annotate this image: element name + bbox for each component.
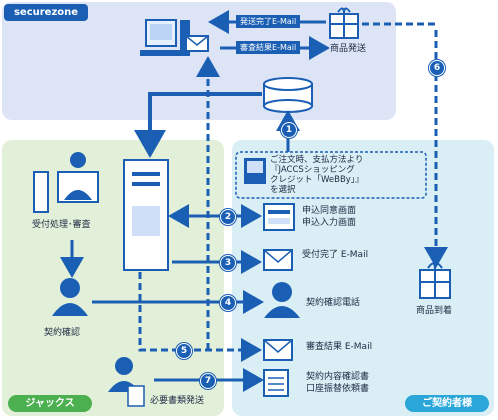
customer-phone-icon [264, 282, 300, 318]
screen-consent-label: 申込同意画面 [302, 206, 357, 216]
step-3: 3 [220, 255, 236, 271]
step-4: 4 [220, 295, 236, 311]
order-note-text: ご注文時、支払方法より 『JACCSショッピング クレジット「WeBBy」』 を… [270, 155, 364, 195]
step-7: 7 [200, 373, 216, 389]
staff-computer-icon [33, 152, 99, 213]
step-2: 2 [220, 209, 236, 225]
contract-doc-label: 契約内容確認書 [306, 372, 370, 382]
docs-send-label: 必要書類発送 [150, 396, 205, 406]
server-icon [123, 159, 169, 271]
mail-icon-top [185, 35, 209, 52]
screen-form-icon [263, 203, 295, 231]
confirm-call-label: 契約確認電話 [306, 298, 361, 308]
step-1: 1 [281, 122, 297, 138]
database-icon [263, 77, 313, 113]
customer-tag: ご契約者様 [405, 395, 489, 412]
goods-arrive-label: 商品到着 [416, 306, 453, 316]
customer-pc-icon [244, 158, 266, 184]
contract-check-label: 契約確認 [44, 328, 81, 338]
computer-icon [140, 19, 190, 56]
screen-input-label: 申込入力画面 [302, 218, 357, 228]
ship-done-mail-label: 発送完了E-Mail [236, 15, 301, 28]
order-note-box [235, 151, 427, 199]
transfer-doc-label: 口座振替依頼書 [306, 384, 370, 394]
jaccs-tag: ジャックス [8, 395, 92, 412]
document-icon [263, 369, 289, 397]
reception-label: 受付処理･審査 [32, 220, 91, 230]
gift-box-icon-top [329, 7, 359, 39]
step-5: 5 [176, 343, 192, 359]
operator-icon [52, 278, 88, 316]
goods-ship-label: 商品発送 [330, 44, 367, 54]
mail-icon-result [263, 339, 293, 361]
gift-box-icon-arrive [419, 262, 451, 299]
accept-mail-label: 受付完了 E-Mail [302, 250, 369, 260]
staff-docs-icon [108, 357, 145, 407]
step-6: 6 [429, 60, 445, 76]
mail-icon-accept [263, 249, 293, 271]
securezone-tag: securezone [4, 4, 88, 21]
review-mail-label: 審査結果E-Mail [236, 41, 301, 54]
result-mail-label: 審査結果 E-Mail [306, 342, 373, 352]
